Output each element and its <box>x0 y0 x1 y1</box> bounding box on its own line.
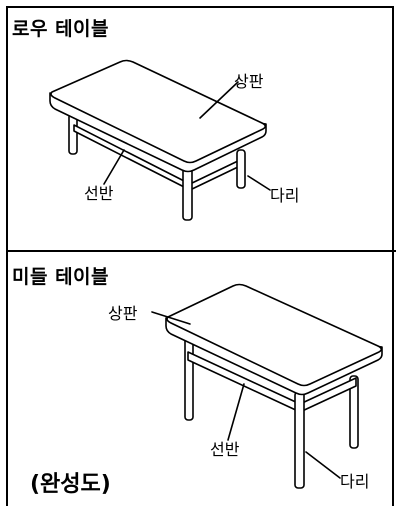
middle-table-top-leader <box>151 311 191 325</box>
middle-table-leg-back-right <box>349 375 359 449</box>
middle-table-shelf-leader <box>227 383 245 441</box>
outer-frame <box>6 6 394 506</box>
low-table-leg-label: 다리 <box>270 186 300 205</box>
low-table-top-leader <box>199 81 239 119</box>
middle-table-leg-leader <box>305 451 341 479</box>
low-table-leg-back-left <box>68 113 78 155</box>
middle-table-title: 미들 테이블 <box>12 266 110 288</box>
middle-table-top <box>166 283 383 387</box>
middle-table-top-label: 상판 <box>108 304 138 323</box>
low-table-title: 로우 테이블 <box>12 18 110 40</box>
middle-table-leg-label: 다리 <box>340 472 370 491</box>
low-table-leg-front <box>182 165 193 221</box>
low-table-illustration <box>49 59 271 221</box>
middle-table-illustration <box>151 283 383 489</box>
low-table-top <box>50 59 267 164</box>
low-table-leg-right <box>236 149 246 189</box>
completion-caption: (완성도) <box>30 472 111 497</box>
middle-table-leg-front <box>294 391 305 489</box>
low-table-leg-leader <box>247 175 271 191</box>
middle-table-shelf-label: 선반 <box>210 440 240 459</box>
low-table-top-label: 상판 <box>234 72 264 91</box>
low-table-shelf-leader <box>103 149 125 185</box>
section-divider <box>6 250 396 252</box>
low-table-shelf-label: 선반 <box>84 184 114 203</box>
middle-table-leg-back-left <box>184 337 194 421</box>
